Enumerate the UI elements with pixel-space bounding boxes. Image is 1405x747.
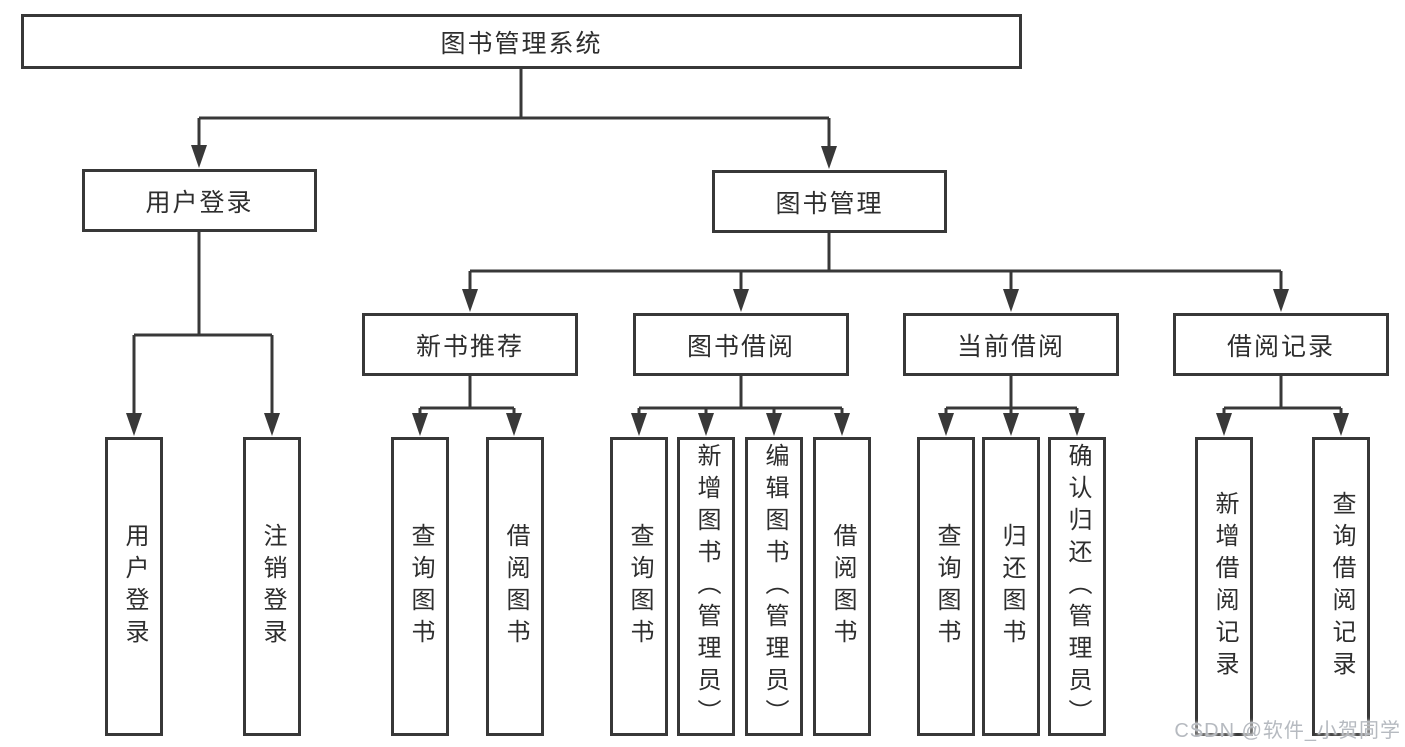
arrowhead-icon <box>1003 413 1019 436</box>
arrowhead-icon <box>462 289 478 312</box>
leaf-edit-book-admin: 编辑图书（管理员） <box>745 437 803 736</box>
leaf-user-login: 用户登录 <box>105 437 163 736</box>
leaf-add-borrow-record-label: 新增借阅记录 <box>1211 490 1238 683</box>
node-user-login: 用户登录 <box>82 169 317 232</box>
arrowhead-icon <box>733 289 749 312</box>
leaf-add-borrow-record: 新增借阅记录 <box>1195 437 1253 736</box>
arrowhead-icon <box>1333 413 1349 436</box>
leaf-query-books-1-label: 查询图书 <box>407 522 434 651</box>
node-new-book-recommend-label: 新书推荐 <box>415 332 524 361</box>
arrowhead-icon <box>766 413 782 436</box>
arrowhead-icon <box>126 413 142 436</box>
arrowhead-icon <box>264 413 280 436</box>
leaf-query-borrow-record-label: 查询借阅记录 <box>1328 490 1355 683</box>
node-book-management: 图书管理 <box>712 170 947 233</box>
arrowhead-icon <box>1273 289 1289 312</box>
leaf-user-login-label: 用户登录 <box>121 522 148 651</box>
node-book-borrow-label: 图书借阅 <box>686 332 795 361</box>
leaf-borrow-books-1-label: 借阅图书 <box>502 522 529 651</box>
node-new-book-recommend: 新书推荐 <box>362 313 578 376</box>
arrowhead-icon <box>821 146 837 169</box>
node-book-management-label: 图书管理 <box>775 189 884 218</box>
arrowhead-icon <box>1069 413 1085 436</box>
arrowhead-icon <box>506 413 522 436</box>
leaf-logout-label: 注销登录 <box>259 522 286 651</box>
node-current-borrow: 当前借阅 <box>903 313 1119 376</box>
leaf-add-book-admin-label: 新增图书（管理员） <box>693 442 720 731</box>
node-borrow-records-label: 借阅记录 <box>1226 332 1335 361</box>
arrowhead-icon <box>412 413 428 436</box>
arrowhead-icon <box>191 145 207 168</box>
arrowhead-icon <box>698 413 714 436</box>
leaf-borrow-books-2: 借阅图书 <box>813 437 871 736</box>
leaf-borrow-books-2-label: 借阅图书 <box>829 522 856 651</box>
leaf-return-book-label: 归还图书 <box>998 522 1025 651</box>
node-root: 图书管理系统 <box>21 14 1022 69</box>
csdn-watermark: CSDN @软件_小贺同学 <box>1174 720 1401 742</box>
leaf-query-books-2-label: 查询图书 <box>626 522 653 651</box>
arrowhead-icon <box>631 413 647 436</box>
node-book-borrow: 图书借阅 <box>633 313 849 376</box>
node-current-borrow-label: 当前借阅 <box>956 332 1065 361</box>
arrowhead-icon <box>938 413 954 436</box>
leaf-query-books-2: 查询图书 <box>610 437 668 736</box>
node-root-label: 图书管理系统 <box>440 29 603 58</box>
leaf-return-book: 归还图书 <box>982 437 1040 736</box>
leaf-add-book-admin: 新增图书（管理员） <box>677 437 735 736</box>
arrowhead-icon <box>834 413 850 436</box>
arrowhead-icons <box>126 145 1349 436</box>
leaf-query-books-3-label: 查询图书 <box>933 522 960 651</box>
leaf-query-borrow-record: 查询借阅记录 <box>1312 437 1370 736</box>
node-borrow-records: 借阅记录 <box>1173 313 1389 376</box>
node-user-login-label: 用户登录 <box>145 188 254 217</box>
leaf-logout: 注销登录 <box>243 437 301 736</box>
leaf-confirm-return-admin-label: 确认归还（管理员） <box>1064 442 1091 731</box>
leaf-confirm-return-admin: 确认归还（管理员） <box>1048 437 1106 736</box>
leaf-query-books-3: 查询图书 <box>917 437 975 736</box>
leaf-edit-book-admin-label: 编辑图书（管理员） <box>761 442 788 731</box>
leaf-borrow-books-1: 借阅图书 <box>486 437 544 736</box>
arrowhead-icon <box>1003 289 1019 312</box>
arrowhead-icon <box>1216 413 1232 436</box>
leaf-query-books-1: 查询图书 <box>391 437 449 736</box>
